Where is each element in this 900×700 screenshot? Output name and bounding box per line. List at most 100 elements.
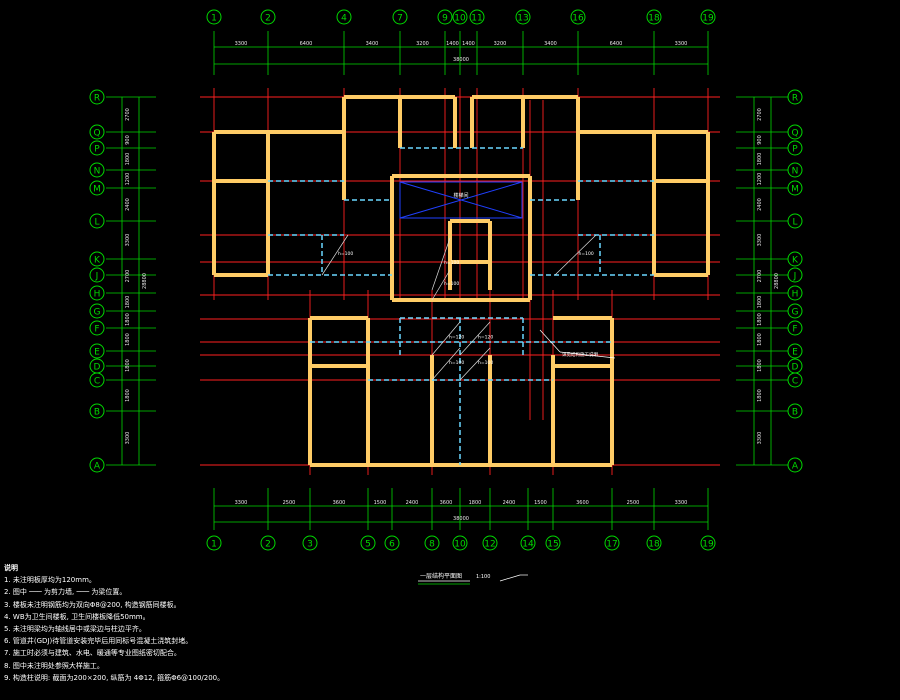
axis-label: 2 xyxy=(265,14,271,24)
dimension-text: 1800 xyxy=(757,389,763,402)
dimension-text: 3300 xyxy=(675,41,688,47)
axis-bubble xyxy=(89,213,105,229)
dimension-text: 38000 xyxy=(453,516,469,522)
axis-bubble xyxy=(482,535,498,551)
axis-bubble xyxy=(89,320,105,336)
axis-bubble xyxy=(452,9,468,25)
axis-bubble xyxy=(787,267,803,283)
axis-label: 11 xyxy=(471,14,482,24)
dimension-text: 28800 xyxy=(142,273,148,289)
axis-label: E xyxy=(94,348,100,358)
axis-bubble xyxy=(646,9,662,25)
slab-mark xyxy=(431,237,451,291)
axis-label: 19 xyxy=(702,540,714,550)
axis-label: 4 xyxy=(341,14,347,24)
callout-leader xyxy=(559,351,616,359)
axis-label: C xyxy=(94,377,100,387)
axis-label: 15 xyxy=(547,540,558,550)
axis-bubble xyxy=(787,343,803,359)
axis-bubble xyxy=(452,535,468,551)
note-item: 1. 未注明板厚均为120mm。 xyxy=(4,576,96,585)
axis-label: 2 xyxy=(265,540,271,550)
axis-label: 13 xyxy=(517,14,528,24)
dimension-text: 3300 xyxy=(675,500,688,506)
axis-bubble xyxy=(89,140,105,156)
dimension-text: 900 xyxy=(757,135,763,145)
axis-bubble xyxy=(787,251,803,267)
level-mark xyxy=(499,574,521,582)
axis-label: D xyxy=(94,363,101,373)
slab-label: h=120 xyxy=(478,335,493,341)
axis-bubble xyxy=(89,162,105,178)
dimension-text: 2700 xyxy=(757,108,763,121)
dimension-text: 1800 xyxy=(125,333,131,346)
stair-label: 楼梯间 xyxy=(453,192,468,199)
axis-label: K xyxy=(94,256,101,266)
axis-bubble xyxy=(89,285,105,301)
dimension-text: 2700 xyxy=(757,270,763,283)
slab-label: h=100 xyxy=(449,360,464,366)
axis-bubble xyxy=(424,535,440,551)
axis-bubble xyxy=(545,535,561,551)
notes-block: 说明 1. 未注明板厚均为120mm。 2. 图中 ─── 为剪力墙, ─── … xyxy=(4,562,304,684)
dimension-text: 3400 xyxy=(366,41,379,47)
slab-mark xyxy=(554,234,597,276)
dimension-text: 2400 xyxy=(125,198,131,211)
axis-label: 7 xyxy=(397,14,403,24)
note-item: 7. 施工时必须与建筑、水电、暖通等专业图纸密切配合。 xyxy=(4,649,181,658)
axis-bubble xyxy=(787,403,803,419)
axis-bubble xyxy=(206,9,222,25)
dimension-text: 2700 xyxy=(125,108,131,121)
dimension-text: 2500 xyxy=(627,500,640,506)
axis-bubble xyxy=(469,9,485,25)
dimension-text: 1500 xyxy=(534,500,547,506)
axis-label: G xyxy=(94,308,101,318)
dimension-text: 3600 xyxy=(576,500,589,506)
axis-bubble xyxy=(787,140,803,156)
axis-bubble xyxy=(787,320,803,336)
dimension-text: 3300 xyxy=(757,234,763,247)
dimension-text: 1800 xyxy=(125,296,131,309)
dimension-text: 2700 xyxy=(125,270,131,283)
dimension-text: 1800 xyxy=(757,313,763,326)
dimension-text: 1400 xyxy=(446,41,459,47)
note-item: 3. 楼板未注明钢筋均为双向Φ8@200, 构造钢筋同楼板。 xyxy=(4,600,181,609)
axis-bubble xyxy=(437,9,453,25)
note-item: 4. WB为卫生间楼板, 卫生间楼板降低50mm。 xyxy=(4,612,150,621)
stair-frame xyxy=(399,181,523,219)
axis-label: N xyxy=(792,167,799,177)
axis-bubble xyxy=(787,89,803,105)
axis-bubble xyxy=(260,9,276,25)
axis-label: 6 xyxy=(389,540,395,550)
stair-line xyxy=(399,181,523,219)
axis-label: P xyxy=(94,145,100,155)
dimension-text: 1200 xyxy=(125,173,131,186)
axis-label: H xyxy=(792,290,799,300)
dimension-text: 2400 xyxy=(503,500,516,506)
axis-label: 5 xyxy=(365,540,371,550)
slab-mark xyxy=(431,347,461,381)
axis-label: B xyxy=(792,408,798,418)
axis-label: 12 xyxy=(484,540,495,550)
dimension-text: 3300 xyxy=(235,41,248,47)
axis-bubble xyxy=(787,372,803,388)
axis-bubble xyxy=(336,9,352,25)
dimension-text: 3400 xyxy=(544,41,557,47)
dimension-text: 1800 xyxy=(757,296,763,309)
axis-label: J xyxy=(793,272,797,282)
axis-label: 16 xyxy=(572,14,584,24)
dimension-text: 1800 xyxy=(757,153,763,166)
axis-label: R xyxy=(792,94,798,104)
dimension-text: 3600 xyxy=(440,500,453,506)
axis-label: 3 xyxy=(307,540,313,550)
axis-label: E xyxy=(792,348,798,358)
axis-label: A xyxy=(792,462,799,472)
note-item: 5. 未注明梁均为轴线居中或梁边与柱边平齐。 xyxy=(4,625,146,634)
dimension-text: 1800 xyxy=(125,153,131,166)
axis-label: H xyxy=(94,290,101,300)
dimension-text: 3300 xyxy=(757,432,763,445)
slab-label: h=100 xyxy=(444,260,459,266)
note-item: 8. 图中未注明处参照大样施工。 xyxy=(4,661,104,670)
axis-bubble xyxy=(89,251,105,267)
